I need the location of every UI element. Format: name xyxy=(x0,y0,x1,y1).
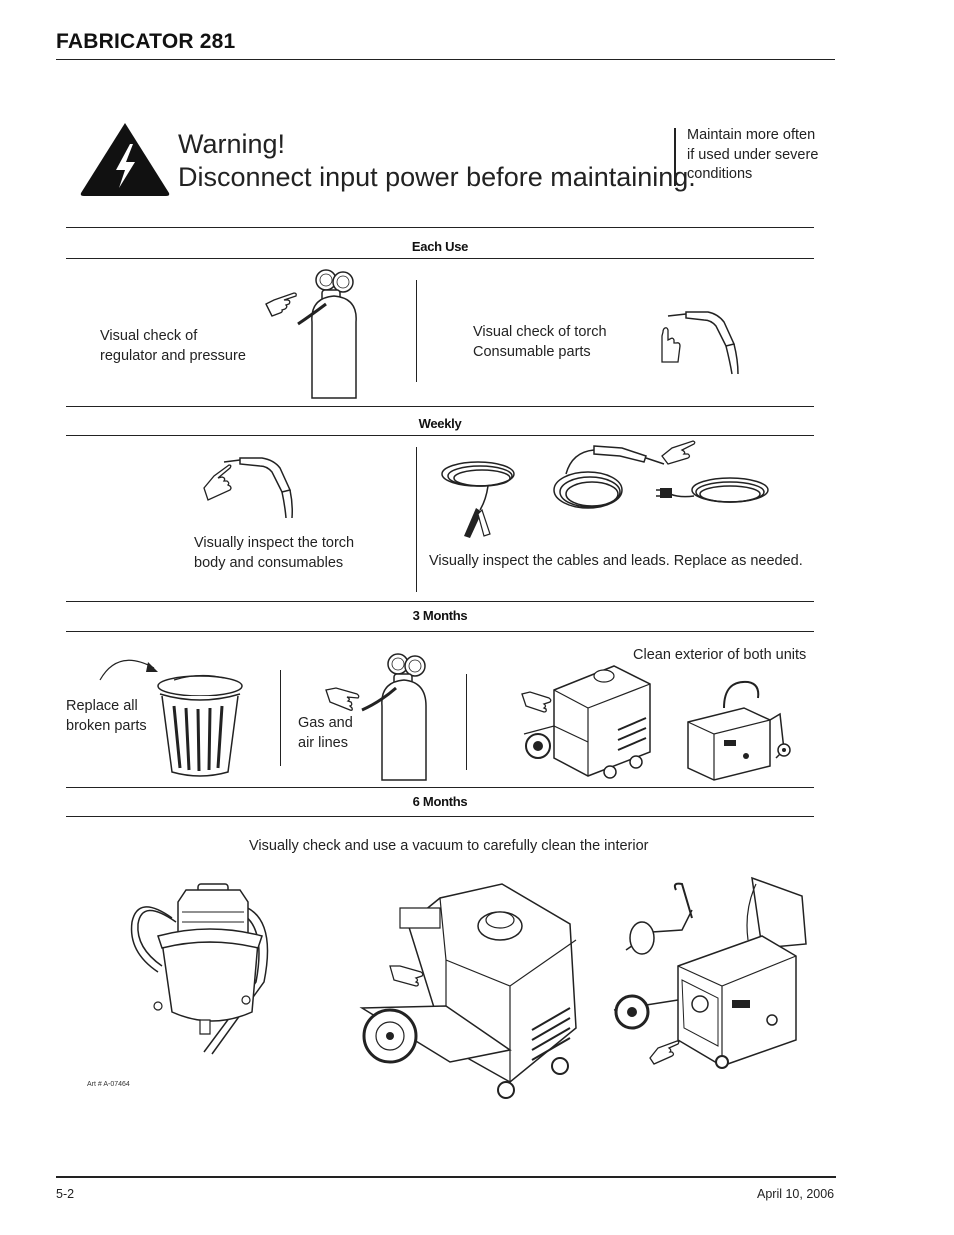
column-divider xyxy=(280,670,281,766)
power-source-unit-icon xyxy=(522,660,654,782)
torch-cable-coil-icon xyxy=(548,442,668,516)
column-divider xyxy=(416,447,417,592)
section-rule xyxy=(66,631,814,632)
caption-gas-air-lines: Gas and air lines xyxy=(298,714,353,753)
section-rule xyxy=(66,258,814,259)
pointing-hand-icon xyxy=(520,690,552,716)
pointing-hand-icon xyxy=(200,462,240,502)
note-divider xyxy=(674,128,676,186)
section-rule xyxy=(66,435,814,436)
caption-torch-consumables: Visual check of torch Consumable parts xyxy=(473,323,607,362)
power-source-interior-icon xyxy=(360,880,586,1104)
vacuum-cleaner-icon xyxy=(128,882,278,1058)
section-title-3-months: 3 Months xyxy=(412,608,468,623)
note-line: if used under severe xyxy=(687,146,819,163)
column-divider xyxy=(466,674,467,770)
section-rule xyxy=(66,406,814,407)
section-rule xyxy=(66,227,814,228)
warning-message: Warning! Disconnect input power before m… xyxy=(178,128,696,194)
work-lead-clamp-icon xyxy=(438,450,528,538)
high-voltage-warning-icon xyxy=(80,123,170,196)
section-title-each-use: Each Use xyxy=(411,239,469,254)
column-divider xyxy=(416,280,417,382)
arrow-icon xyxy=(98,654,158,682)
footer-rule xyxy=(56,1176,836,1178)
wire-feeder-interior-icon xyxy=(612,870,808,1066)
caption-line: Consumable parts xyxy=(473,343,591,360)
pointing-hand-icon xyxy=(264,288,298,318)
caption-cables-leads: Visually inspect the cables and leads. R… xyxy=(429,553,803,569)
caption-clean-exterior: Clean exterior of both units xyxy=(633,647,807,663)
art-number: Art # A-07464 xyxy=(87,1081,130,1088)
note-line: Maintain more often xyxy=(687,127,816,143)
caption-line: air lines xyxy=(298,734,348,751)
header-rule xyxy=(56,59,835,60)
document-title: FABRICATOR 281 xyxy=(56,30,236,53)
caption-line: Gas and xyxy=(298,715,353,731)
section-rule xyxy=(66,816,814,817)
caption-line: Replace all xyxy=(66,698,138,714)
section-title-weekly: Weekly xyxy=(418,416,462,431)
pointing-hand-icon xyxy=(660,440,700,466)
section-title-6-months: 6 Months xyxy=(412,794,468,809)
trash-can-icon xyxy=(154,672,246,778)
caption-line: body and consumables xyxy=(194,554,344,571)
footer-date: April 10, 2006 xyxy=(757,1187,835,1201)
pointing-hand-icon xyxy=(648,1040,680,1066)
gas-cylinder-regulator-icon xyxy=(360,650,440,782)
gas-cylinder-regulator-icon xyxy=(290,266,370,400)
wire-feeder-unit-icon xyxy=(684,674,796,782)
pointing-hand-icon xyxy=(388,962,428,990)
caption-line: Visually inspect the torch xyxy=(194,535,355,551)
pointing-hand-icon xyxy=(658,326,684,364)
warning-title: Warning! xyxy=(178,129,286,159)
caption-regulator: Visual check of regulator and pressure xyxy=(100,327,246,366)
page-number: 5-2 xyxy=(56,1187,75,1201)
mig-torch-icon xyxy=(666,306,746,376)
caption-line: broken parts xyxy=(66,717,147,734)
warning-subtitle: Disconnect input power before maintainin… xyxy=(178,162,696,192)
caption-line: Visual check of torch xyxy=(473,324,607,340)
pointing-hand-icon xyxy=(324,686,360,714)
section-rule xyxy=(66,601,814,602)
caption-line: regulator and pressure xyxy=(100,347,246,364)
mig-torch-icon xyxy=(222,454,298,520)
power-cord-icon xyxy=(656,468,770,518)
maintenance-note: Maintain more often if used under severe… xyxy=(687,126,818,185)
caption-vacuum-clean: Visually check and use a vacuum to caref… xyxy=(249,838,649,854)
section-rule xyxy=(66,787,814,788)
caption-line: Visual check of xyxy=(100,328,198,344)
caption-torch-body: Visually inspect the torch body and cons… xyxy=(194,534,354,573)
note-line: conditions xyxy=(687,166,753,182)
caption-replace-parts: Replace all broken parts xyxy=(66,697,147,736)
